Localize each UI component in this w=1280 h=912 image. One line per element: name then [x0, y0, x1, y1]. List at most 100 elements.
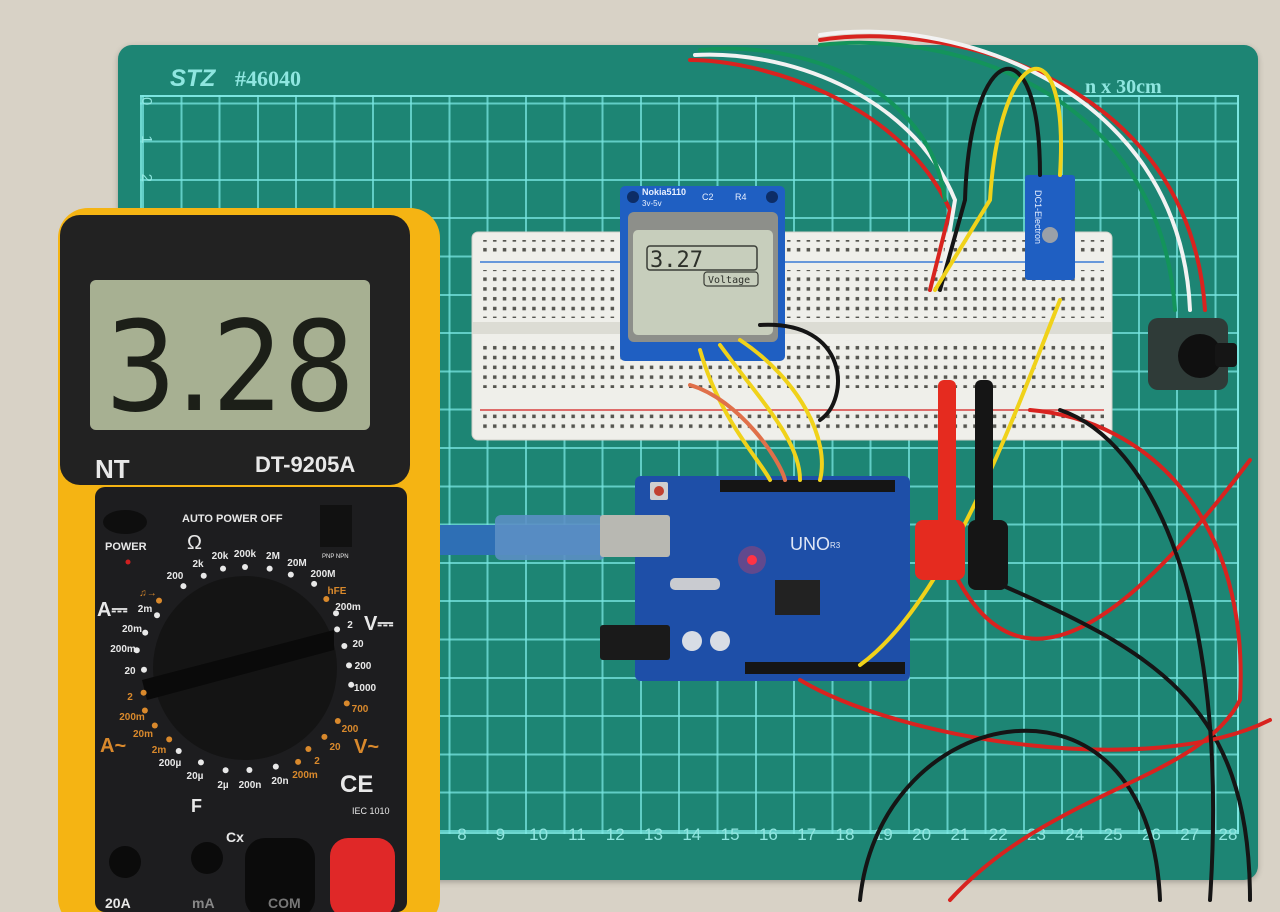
ruler-number: 13	[644, 825, 663, 844]
dial-position-dot	[151, 722, 158, 729]
dial-position-label: 700	[352, 704, 369, 715]
ce-mark: CE	[340, 771, 373, 798]
dial-position-label: 2m	[138, 604, 153, 615]
dial-position-dot	[348, 681, 355, 688]
ruler-number: 2	[138, 174, 155, 182]
auto-power-off-label: AUTO POWER OFF	[182, 513, 283, 525]
ruler-number: 10	[529, 825, 548, 844]
lcd-module-voltage: 3v-5v	[642, 199, 662, 208]
arduino-label: UNO	[790, 534, 830, 554]
dial-position-dot	[334, 718, 341, 725]
dial-position-label: 200m	[110, 644, 136, 655]
dial-position-dot	[200, 572, 207, 579]
dial-position-dot	[323, 596, 330, 603]
black-probe-plug	[245, 838, 315, 912]
ruler-number: 1	[138, 135, 155, 143]
dial-position-dot	[140, 689, 147, 696]
dial-position-label: 20µ	[187, 771, 204, 782]
dial-position-label: 2m	[152, 745, 167, 756]
dial-position-dot	[295, 758, 302, 765]
dial-position-dot	[140, 666, 147, 673]
jack-20a[interactable]	[109, 846, 141, 878]
dial-position-dot	[133, 647, 140, 654]
lcd-caption: Voltage	[708, 275, 750, 286]
ruler-number: 12	[606, 825, 625, 844]
ruler-number: 28	[1219, 825, 1238, 844]
lcd-component-r4: R4	[735, 192, 747, 202]
dial-position-label: 2µ	[217, 780, 229, 791]
jack-ma[interactable]	[191, 842, 223, 874]
capacitance-symbol: F	[191, 796, 202, 816]
ruler-number: 14	[682, 825, 701, 844]
dial-position-label: 1000	[354, 683, 377, 694]
power-button[interactable]	[103, 510, 147, 534]
potentiometer[interactable]	[1148, 318, 1237, 390]
dial-position-label: 200	[342, 724, 359, 735]
ruler-number: 16	[759, 825, 778, 844]
dial-position-dot	[334, 626, 341, 633]
red-probe-plug	[330, 838, 395, 912]
transistor-socket	[320, 505, 352, 547]
dial-position-label: 20n	[271, 776, 288, 787]
lcd-component-c2: C2	[702, 192, 714, 202]
ruler-number: 8	[457, 825, 466, 844]
ruler-number: 21	[950, 825, 969, 844]
ruler-number: 25	[1104, 825, 1123, 844]
dial-position-label: 2	[314, 756, 320, 767]
ruler-number: 15	[721, 825, 740, 844]
dial-position-label: hFE	[328, 586, 347, 597]
dial-position-dot	[175, 748, 182, 755]
dial-position-dot	[272, 763, 279, 770]
dc-power-jack	[600, 625, 670, 660]
multimeter: 3.28 NT DT-9205A AUTO POWER OFF POWER PN…	[58, 208, 440, 912]
dial-position-dot	[246, 767, 253, 774]
transistor-socket-label: PNP NPN	[322, 554, 349, 560]
voltage-sensor-module: DC1-Electron	[1025, 175, 1075, 280]
mat-model: #46040	[235, 66, 301, 91]
dial-position-label: 200	[167, 571, 184, 582]
dial-position-label: 200m	[292, 770, 318, 781]
dial-position-label: 2	[347, 620, 353, 631]
dial-position-dot	[141, 707, 148, 714]
dial-position-dot	[346, 662, 353, 669]
dial-position-label: 200M	[310, 569, 335, 580]
ruler-number: 9	[496, 825, 505, 844]
dial-position-label: 200m	[335, 602, 361, 613]
dial-position-label: 20	[352, 639, 364, 650]
dial-position-dot	[341, 643, 348, 650]
dial-position-dot	[222, 767, 229, 774]
dial-position-dot	[266, 565, 273, 572]
multimeter-model: DT-9205A	[255, 452, 355, 477]
mat-brand: STZ	[170, 65, 217, 92]
dial-position-dot	[305, 745, 312, 752]
dial-position-label: 200	[355, 661, 372, 672]
dial-position-dot	[220, 565, 227, 572]
usb-cable	[440, 515, 670, 560]
knob-pointer	[142, 630, 334, 700]
dial-position-dot	[321, 733, 328, 740]
dial-position-label: 2M	[266, 551, 280, 562]
microcontroller-chip	[775, 580, 820, 615]
multimeter-brand: NT	[95, 454, 130, 484]
dial-position-dot	[142, 629, 149, 636]
dial-position-dot	[311, 580, 318, 587]
dial-position-dot	[166, 736, 173, 743]
dc-volts-symbol: V⎓	[364, 613, 393, 635]
dial-position-dot	[287, 571, 294, 578]
dial-position-label: 20k	[212, 551, 229, 562]
ruler-number: 22	[989, 825, 1008, 844]
mat-size-label: n x 30cm	[1085, 76, 1162, 98]
dial-position-label: 20M	[287, 558, 306, 569]
arduino-uno-board: UNO R3	[600, 476, 910, 681]
dial-position-label: 2k	[192, 559, 204, 570]
ruler-number: 20	[912, 825, 931, 844]
dial-position-dot	[343, 700, 350, 707]
arduino-sublabel: R3	[830, 541, 841, 550]
dial-position-label: 20	[329, 742, 341, 753]
left-ruler: 0123	[138, 97, 155, 220]
ruler-number: 24	[1065, 825, 1084, 844]
dial-position-dot	[154, 612, 161, 619]
ruler-number: 17	[797, 825, 816, 844]
